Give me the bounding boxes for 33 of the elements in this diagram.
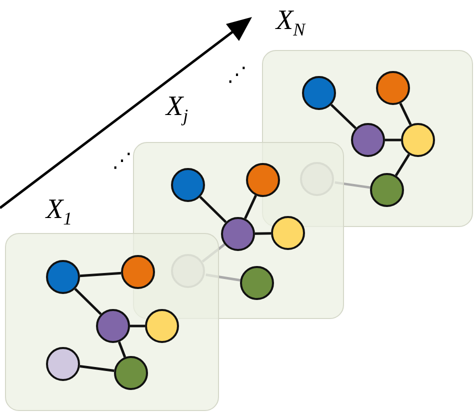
graph-node-circle — [46, 260, 80, 294]
graph-edge — [330, 104, 357, 130]
panel-label: X$_{N}$ — [276, 7, 306, 39]
graph-node-circle — [351, 123, 385, 157]
graph-edge — [399, 102, 412, 126]
panel-label: X$_{1}$ — [46, 196, 72, 228]
graph-edge — [385, 138, 401, 142]
graph-node-circle — [401, 123, 435, 157]
graph-node-circle — [376, 71, 410, 105]
graph-edge — [199, 196, 227, 223]
graph-node-circle — [246, 163, 280, 197]
graph-edge — [80, 272, 122, 278]
graph-node-circle — [46, 347, 80, 381]
graph-node-circle — [171, 168, 205, 202]
graph-edge — [130, 324, 145, 328]
graph-node-circle — [370, 173, 404, 207]
graph-node-circle — [96, 309, 130, 343]
graph-node-circle — [114, 356, 148, 390]
graph-edge — [394, 154, 410, 176]
graph-edge — [80, 365, 114, 372]
graph-node-circle — [240, 266, 274, 300]
graph-edge — [118, 341, 126, 358]
graph-node-circle — [302, 76, 336, 110]
ellipsis: ⋰ — [112, 150, 132, 170]
graph-node-circle — [221, 217, 255, 251]
graph-node-circle — [271, 216, 305, 250]
panel-label: X$_{j}$ — [166, 93, 188, 125]
graph-node-circle — [121, 255, 155, 289]
graph-edge — [244, 194, 257, 220]
graph-edge — [254, 232, 272, 235]
ellipsis: ⋰ — [227, 64, 247, 84]
graph-edge — [74, 288, 102, 315]
graph-node-circle — [145, 309, 179, 343]
